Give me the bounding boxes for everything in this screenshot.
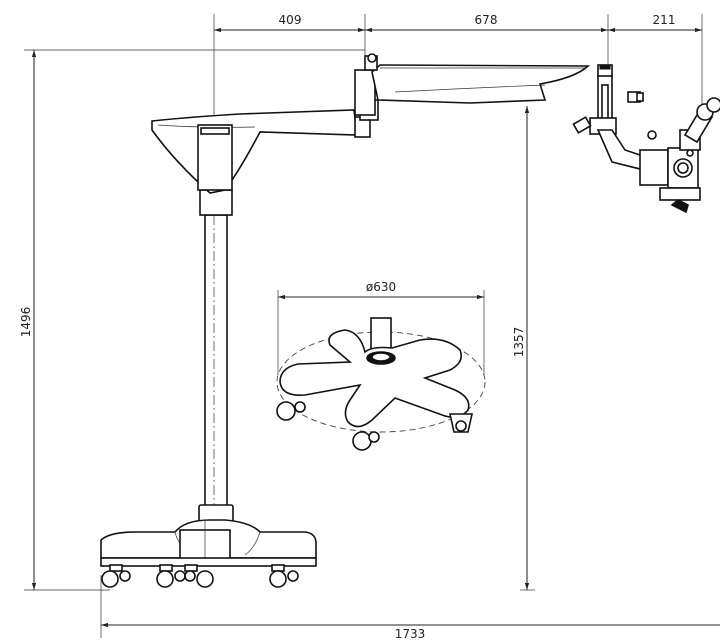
caster-wheel-4	[269, 564, 299, 588]
dim-409-label: 409	[279, 13, 302, 27]
stand-column	[198, 189, 234, 524]
detail-caster-2	[352, 431, 380, 451]
dim-1733-label: 1733	[395, 627, 426, 641]
upper-arm	[354, 53, 613, 116]
lower-swing-arm	[151, 99, 379, 194]
caster-wheel-1	[101, 564, 131, 588]
detail-caster-3	[449, 413, 473, 433]
height-1357-dimension	[520, 106, 535, 591]
dim-678-label: 678	[475, 13, 498, 27]
microscope-head	[572, 75, 720, 214]
height-1496-dimension	[24, 49, 365, 591]
dim-1496-label: 1496	[19, 307, 33, 338]
dim-211-label: 211	[653, 13, 676, 27]
stand-base	[100, 519, 317, 588]
caster-wheel-3	[184, 564, 214, 588]
caster-wheel-2	[156, 564, 186, 588]
width-1733-dimension	[100, 575, 720, 638]
detail-caster-1	[276, 401, 306, 421]
dim-630-label: ø630	[366, 280, 396, 294]
base-detail-view	[276, 290, 486, 451]
dim-1357-label: 1357	[512, 327, 526, 358]
